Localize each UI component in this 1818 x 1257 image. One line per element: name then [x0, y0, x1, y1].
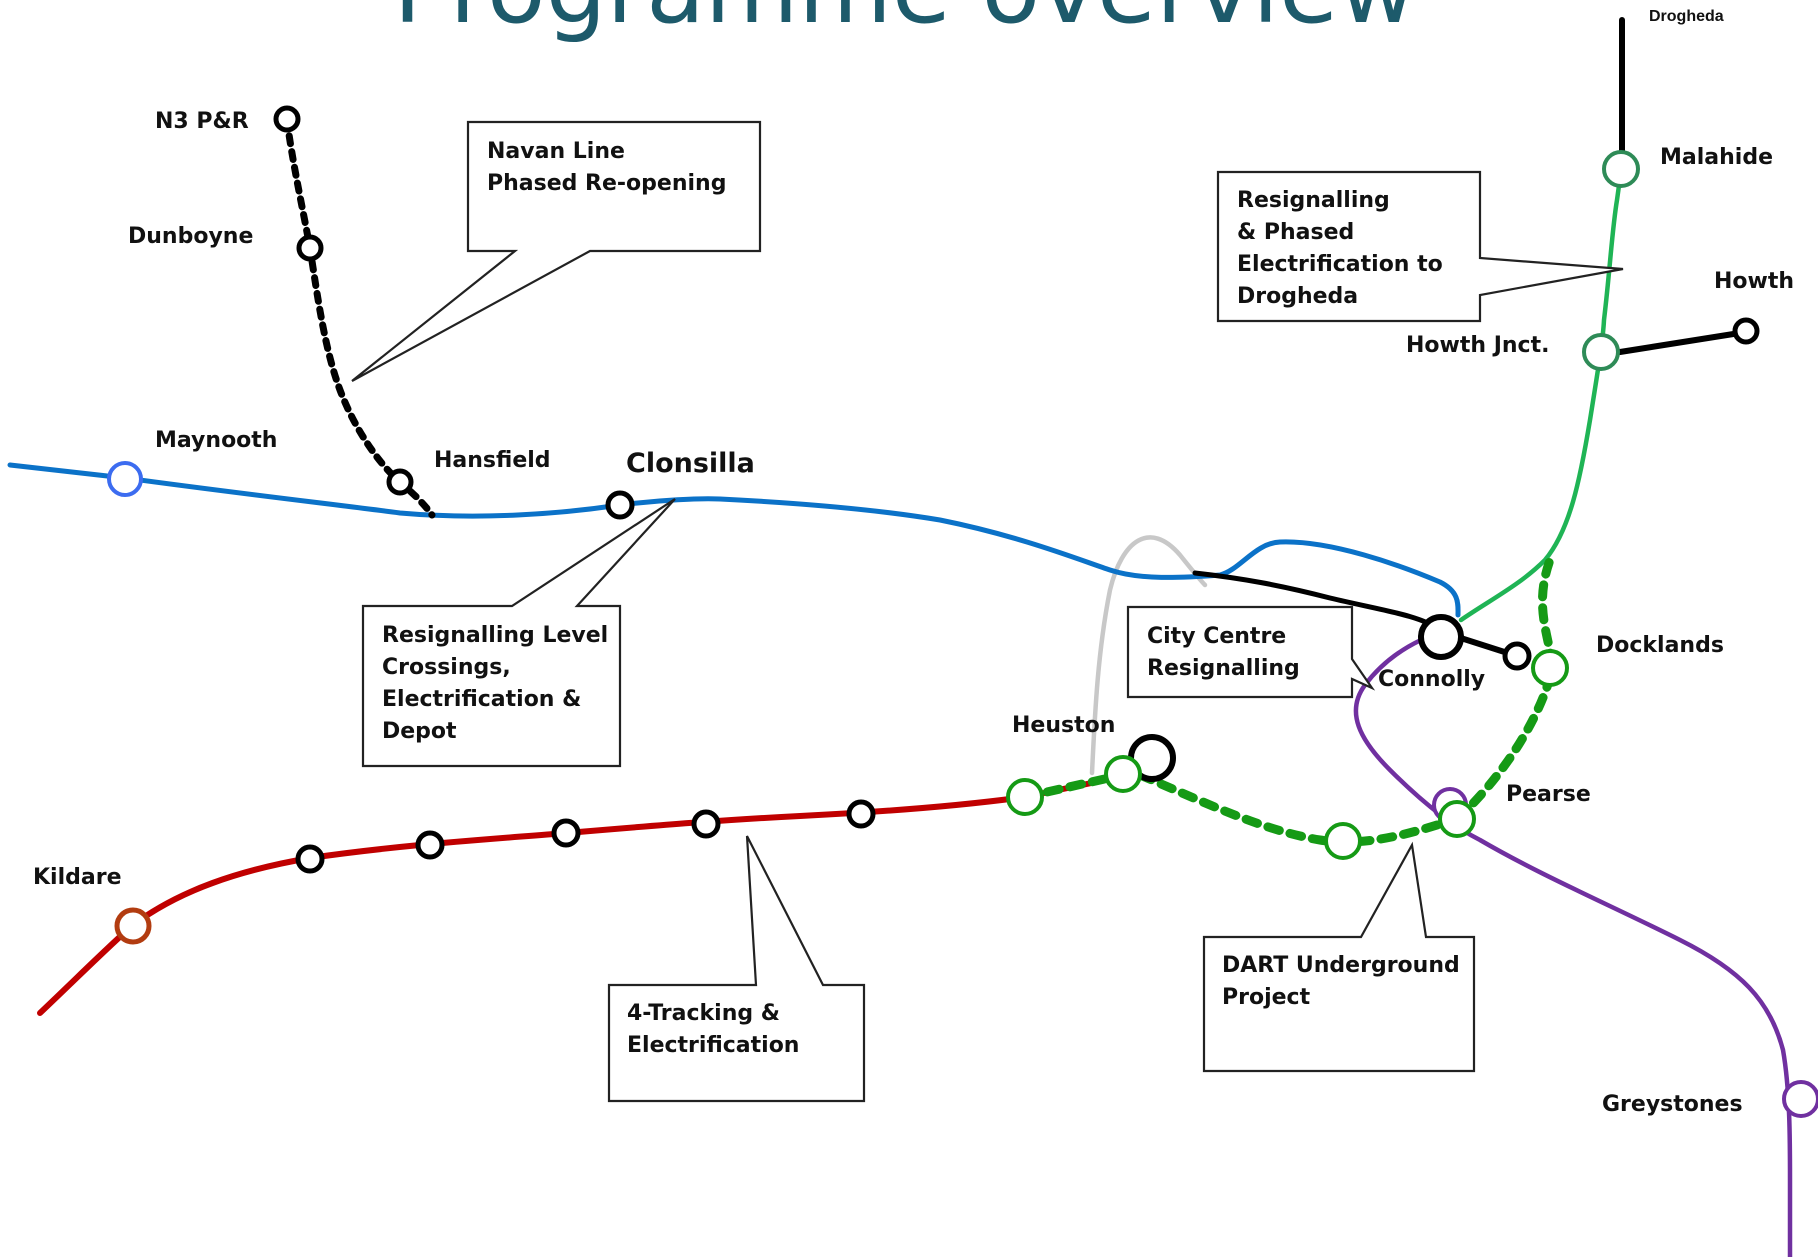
callout-northern-line4: Drogheda — [1237, 284, 1358, 309]
callout-northern: Resignalling & Phased Electrification to… — [1216, 170, 1624, 323]
station-kildare-line-5 — [846, 799, 876, 829]
label-maynooth: Maynooth — [155, 428, 277, 453]
station-dunboyne — [296, 234, 324, 262]
station-howth — [1732, 317, 1760, 345]
callout-dart: DART Underground Project — [1202, 841, 1476, 1073]
callout-dart-line2: Project — [1222, 985, 1311, 1010]
station-docklands — [1531, 649, 1569, 687]
callout-city-line1: City Centre — [1147, 624, 1286, 649]
station-kildare-line-2 — [415, 830, 445, 860]
callout-navan-line2: Phased Re-opening — [487, 171, 726, 196]
label-howth: Howth — [1714, 269, 1794, 294]
label-howth-jnct: Howth Jnct. — [1406, 333, 1549, 358]
callout-maynooth-line4: Depot — [382, 719, 457, 744]
station-howth-jnct — [1582, 333, 1620, 371]
callout-city-shape — [1126, 605, 1376, 699]
label-clonsilla: Clonsilla — [626, 448, 755, 479]
city-link-line — [1192, 570, 1443, 633]
callout-maynooth: Resignalling Level Crossings, Electrific… — [361, 498, 676, 768]
callout-navan-shape — [351, 120, 762, 382]
callout-maynooth-shape — [361, 498, 676, 768]
station-kildare-line-1 — [295, 844, 325, 874]
callout-city: City Centre Resignalling — [1126, 605, 1376, 699]
howth-branch — [1617, 329, 1749, 355]
callout-dart-line1: DART Underground — [1222, 953, 1460, 978]
station-malahide — [1602, 150, 1640, 188]
callout-northern-line2: & Phased — [1237, 220, 1354, 245]
label-kildare: Kildare — [33, 865, 122, 890]
station-dart-west — [1006, 778, 1044, 816]
label-drogheda: Drogheda — [1649, 8, 1724, 25]
callout-maynooth-line1: Resignalling Level — [382, 623, 608, 648]
label-hansfield: Hansfield — [434, 448, 551, 473]
callout-navan: Navan Line Phased Re-opening — [351, 120, 762, 382]
label-dunboyne: Dunboyne — [128, 224, 253, 249]
page-title: Programme overview — [393, 0, 1416, 45]
stations — [107, 105, 1818, 1118]
callout-maynooth-line2: Crossings, — [382, 655, 511, 680]
callout-kildare-line1: 4-Tracking & — [627, 1001, 780, 1026]
callout-navan-line1: Navan Line — [487, 139, 625, 164]
callout-city-line2: Resignalling — [1147, 656, 1300, 681]
station-connolly — [1418, 614, 1464, 660]
station-dart-mid — [1324, 822, 1362, 860]
station-hansfield — [386, 468, 414, 496]
callout-kildare: 4-Tracking & Electrification — [607, 835, 866, 1103]
label-docklands: Docklands — [1596, 633, 1724, 658]
navan-line — [283, 116, 436, 519]
station-clonsilla — [605, 490, 635, 520]
maynooth-line — [7, 462, 1461, 618]
northern-line — [1458, 165, 1624, 623]
station-kildare-line-4 — [691, 809, 721, 839]
callout-kildare-shape — [607, 835, 866, 1103]
label-n3-pr: N3 P&R — [155, 109, 249, 134]
label-connolly: Connolly — [1378, 667, 1485, 692]
callout-northern-line1: Resignalling — [1237, 188, 1390, 213]
callout-dart-shape — [1202, 841, 1476, 1073]
label-greystones: Greystones — [1602, 1092, 1743, 1117]
station-kildare-line-3 — [551, 818, 581, 848]
callout-northern-line3: Electrification to — [1237, 252, 1443, 277]
station-connolly-east — [1502, 641, 1532, 671]
station-greystones — [1782, 1080, 1818, 1118]
station-pearse — [1438, 800, 1476, 838]
callout-northern-shape — [1216, 170, 1624, 323]
station-kildare — [114, 907, 152, 945]
callout-maynooth-line3: Electrification & — [382, 687, 581, 712]
southeast-line — [1353, 637, 1793, 1257]
kildare-line — [37, 774, 1123, 1016]
label-heuston: Heuston — [1012, 713, 1115, 738]
grey-link-line — [1089, 535, 1208, 776]
label-malahide: Malahide — [1660, 145, 1773, 170]
station-dart-heuston — [1104, 755, 1142, 793]
station-maynooth — [107, 461, 143, 497]
station-n3-pr — [273, 105, 301, 133]
label-pearse: Pearse — [1506, 782, 1591, 807]
callout-kildare-line2: Electrification — [627, 1033, 799, 1058]
dart-underground-line — [1020, 555, 1557, 847]
